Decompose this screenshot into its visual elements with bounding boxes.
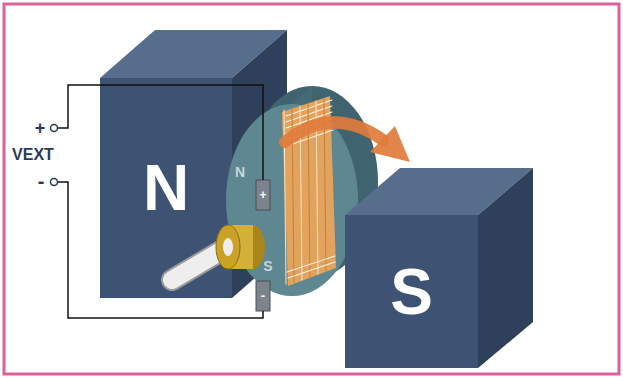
- terminal-sign: -: [38, 171, 45, 191]
- magnet-pole: S: [345, 215, 478, 368]
- brush: [256, 180, 270, 210]
- shaft-end: [223, 238, 233, 256]
- armature-pole: N: [235, 165, 245, 179]
- brush: [256, 281, 270, 311]
- terminal-sign: +: [35, 119, 46, 137]
- armature-pole: S: [263, 259, 272, 273]
- voltage-label: VEXT: [12, 147, 54, 163]
- magnet-side: [478, 168, 533, 368]
- arrow-head: [370, 126, 410, 162]
- commutator-face: [216, 225, 240, 269]
- frame: [4, 4, 619, 374]
- pole-letter: S: [390, 260, 433, 324]
- terminal: [51, 125, 58, 132]
- magnet-pole: N: [100, 78, 232, 298]
- magnet-face: [100, 78, 232, 298]
- brush-sign: -: [261, 289, 265, 302]
- magnet-face: [345, 215, 478, 368]
- rotation-arrow: [285, 122, 383, 142]
- brush-sign: +: [259, 189, 266, 201]
- terminal: [51, 179, 58, 186]
- pole-letter: N: [143, 156, 189, 220]
